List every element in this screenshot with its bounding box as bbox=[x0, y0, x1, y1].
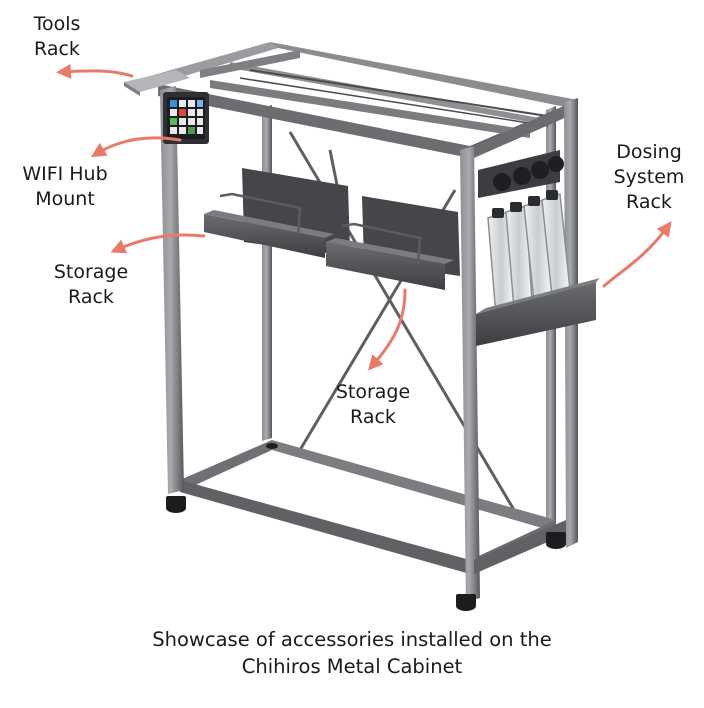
arrow-icon bbox=[110, 233, 206, 254]
label-storage-rack-left: Storage Rack bbox=[53, 261, 129, 308]
arrow-icon bbox=[90, 136, 182, 158]
back-left-post bbox=[262, 105, 272, 441]
arrow-icon bbox=[602, 221, 672, 288]
label-tools-rack: Tools Rack bbox=[33, 13, 81, 60]
label-wifi-hub-mount: WIFI Hub Mount bbox=[22, 163, 108, 210]
front-right-post bbox=[460, 146, 480, 602]
label-dosing-system-rack: Dosing System Rack bbox=[613, 141, 685, 213]
caption-line-2: Chihiros Metal Cabinet bbox=[241, 655, 463, 678]
annotation-arrows bbox=[56, 63, 672, 371]
storage-rack-center bbox=[326, 196, 460, 290]
top-frame bbox=[150, 42, 578, 158]
wifi-hub-device-icon bbox=[163, 92, 209, 144]
dosing-bottles bbox=[487, 192, 571, 318]
tools-rack-plate bbox=[124, 70, 190, 96]
cabinet-feet bbox=[166, 443, 566, 611]
figure-caption: Showcase of accessories installed on the… bbox=[0, 626, 704, 680]
caption-line-1: Showcase of accessories installed on the bbox=[152, 628, 552, 651]
arrow-icon bbox=[56, 63, 134, 79]
label-storage-rack-center: Storage Rack bbox=[335, 381, 411, 428]
front-left-post bbox=[160, 86, 184, 494]
arrow-icon bbox=[368, 288, 407, 371]
storage-rack-left bbox=[204, 168, 350, 258]
dosing-system-rack bbox=[476, 150, 600, 346]
